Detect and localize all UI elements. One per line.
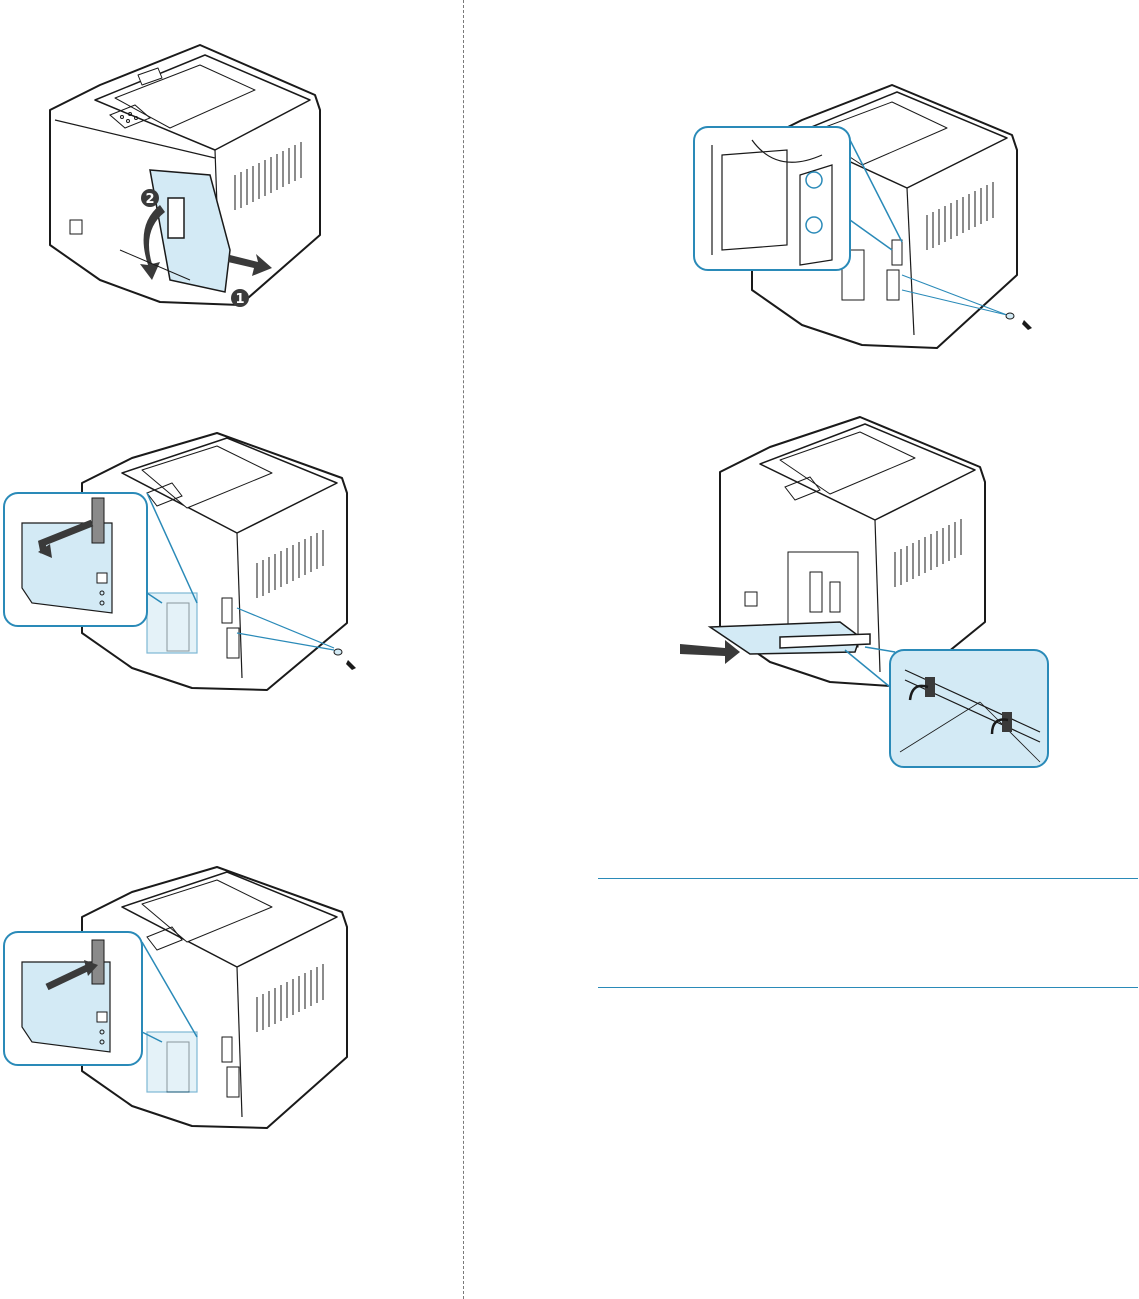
figure-insert-network-card	[2, 862, 357, 1134]
figure-remove-control-board-cover: 2 1	[40, 40, 330, 315]
printer-illustration	[2, 862, 357, 1134]
note-rule-top	[598, 878, 1138, 879]
printer-illustration	[692, 80, 1042, 355]
step-callout-1: 1	[231, 289, 249, 307]
note-rule-bottom	[598, 987, 1138, 988]
column-divider	[463, 0, 464, 1299]
svg-text:1: 1	[235, 292, 244, 307]
printer-illustration	[680, 412, 1055, 772]
figure-remove-network-card	[2, 428, 357, 696]
screw-icon	[1006, 313, 1014, 319]
figure-pull-out-control-board	[680, 412, 1055, 772]
step-callout-2: 2	[141, 189, 159, 207]
printer-illustration	[2, 428, 357, 696]
svg-text:2: 2	[145, 192, 154, 207]
arrow-pull-icon	[680, 640, 740, 664]
printer-illustration: 2 1	[40, 40, 330, 315]
screwdriver-icon	[346, 660, 356, 670]
screwdriver-icon	[1022, 320, 1032, 330]
screw-icon	[334, 649, 342, 655]
figure-control-board-screw-detail	[692, 80, 1042, 355]
